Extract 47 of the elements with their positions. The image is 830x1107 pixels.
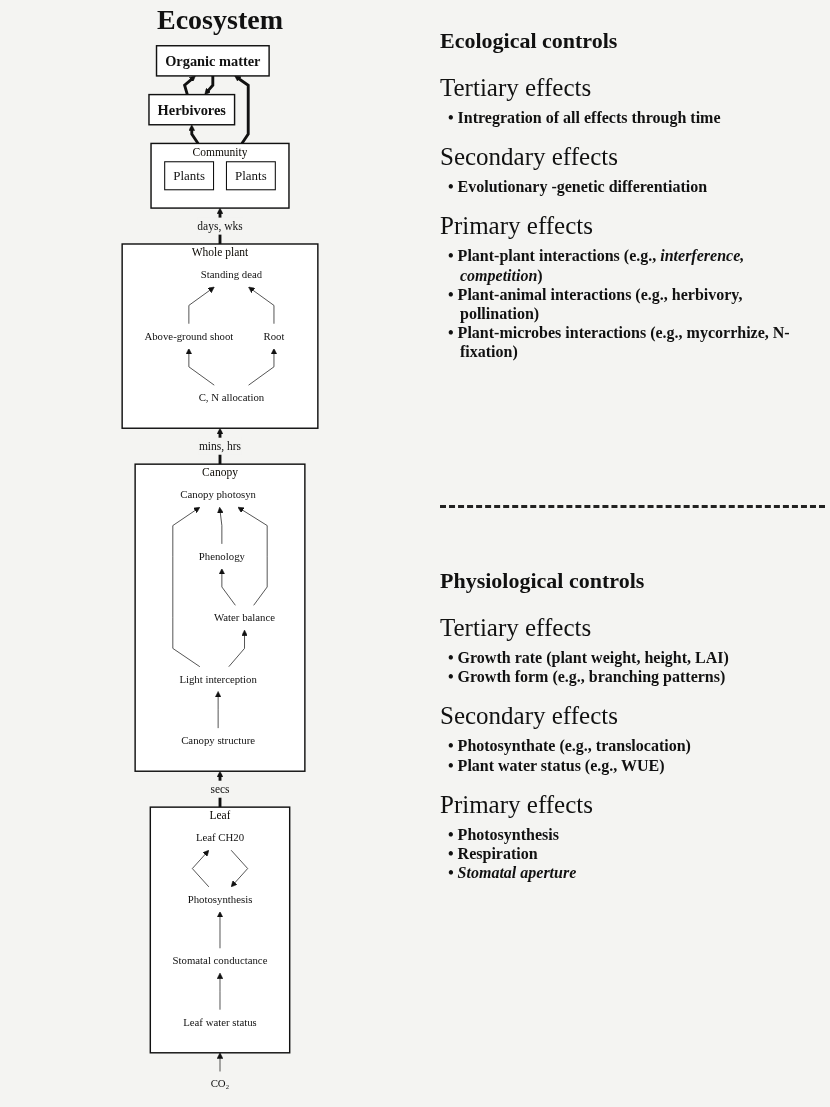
node-text: Root	[263, 330, 285, 342]
node-box: Herbivores	[148, 93, 236, 126]
bullet-item: • Photosynthate (e.g., translocation)	[448, 736, 692, 756]
arrow	[204, 75, 215, 95]
node-text: CO₂	[210, 1077, 230, 1090]
arrow	[188, 124, 200, 145]
node-text: C, N allocation	[198, 391, 265, 404]
bullet-item: • Evolutionary -genetic differentiation	[448, 177, 709, 197]
node-text: Water balance	[214, 611, 276, 624]
node-text: Canopy structure	[181, 734, 256, 747]
bullet-item: • Plant water status (e.g., WUE)	[448, 755, 666, 775]
arrow	[216, 770, 224, 808]
node-text: Phenology	[198, 550, 245, 562]
arrow	[234, 75, 250, 145]
subheading: Secondary effects	[440, 143, 618, 172]
node-text: Light interception	[179, 673, 257, 685]
section-heading: Ecological controls	[440, 28, 618, 54]
node-box: Plants	[164, 161, 215, 191]
node-text: Above-ground shoot	[144, 330, 234, 342]
subheading: Tertiary effects	[440, 614, 592, 642]
bullet-item: • Plant-animal interactions (e.g., herbivory, pollination)	[448, 285, 744, 324]
bullet-item: • Stomatal aperture	[448, 863, 578, 883]
node-box: Plants	[225, 161, 276, 191]
node-text: Leaf water status	[183, 1016, 257, 1028]
bullet-item: • Growth rate (plant weight, height, LAI)	[448, 648, 730, 668]
arrow	[182, 75, 196, 95]
edge-label: mins, hrs	[198, 439, 242, 452]
subheading: Primary effects	[440, 212, 593, 241]
bullet-item: • Plant-microbes interactions (e.g., mycorrhize, N-fixation)	[448, 323, 791, 362]
subheading: Secondary effects	[440, 702, 618, 731]
heading: Ecosystem	[157, 4, 283, 36]
bullet-item: • Photosynthesis	[448, 824, 560, 844]
node-text: Canopy photosyn	[180, 488, 256, 501]
edge-label: days, wks	[197, 219, 243, 232]
node-box: Organic matter	[155, 45, 270, 77]
node-text: Leaf CH20	[195, 831, 245, 844]
bullet-item: • Growth form (e.g., branching patterns)	[448, 667, 727, 687]
edge-label: secs	[210, 782, 230, 795]
bullet-item: • Respiration	[448, 844, 539, 864]
section-heading: Physiological controls	[440, 568, 645, 594]
subheading: Primary effects	[440, 790, 593, 819]
node-text: Photosynthesis	[187, 893, 253, 905]
node-text: Standing dead	[200, 268, 263, 281]
bullet-item: • Intregration of all effects through time	[448, 108, 722, 128]
node-text: Stomatal conductance	[172, 954, 268, 967]
bullet-item: • Plant-plant interactions (e.g., interference, competition)	[448, 246, 746, 285]
subheading: Tertiary effects	[440, 74, 592, 102]
